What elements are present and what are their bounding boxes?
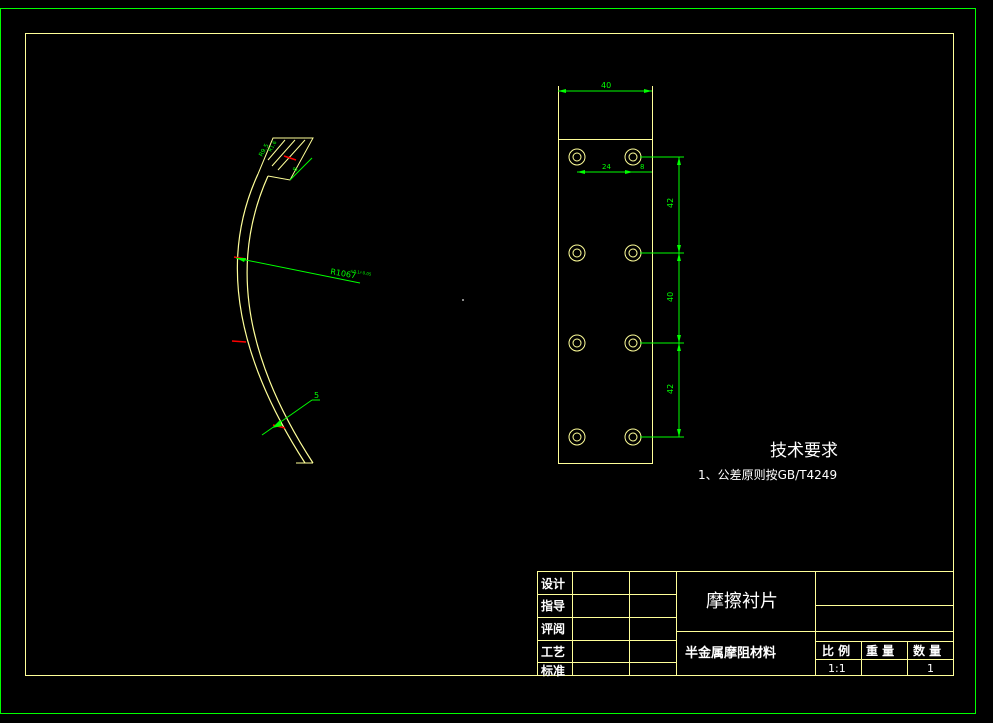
scale-value: 1:1: [828, 662, 846, 675]
plate-outline: [558, 139, 653, 464]
origin-dot: [462, 299, 464, 301]
top-arc-label-2: R1.6: [268, 140, 279, 153]
lining-top-profile: [257, 137, 314, 181]
dim-arrow: [558, 89, 566, 93]
dim-arrow: [625, 170, 633, 174]
title-block: [537, 571, 954, 676]
dim-arrow: [677, 343, 681, 351]
dim-arrow: [577, 170, 585, 174]
tech-requirements-line: 1、公差原则按GB/T4249: [698, 468, 837, 482]
plate-width-label: 40: [601, 81, 611, 90]
tb-row-guide: 指导: [541, 598, 565, 613]
hole: [624, 244, 642, 262]
dim-arrow: [677, 245, 681, 253]
thickness-label: 5: [314, 391, 319, 400]
hatch-line: [267, 139, 286, 161]
hole: [624, 148, 642, 166]
tb-row-review: 评阅: [541, 621, 565, 636]
hole: [568, 148, 586, 166]
outer-frame: [0, 8, 976, 714]
hole-edge-label: 8: [640, 163, 644, 171]
hole-pattern: [568, 148, 642, 446]
top-thick-label: 8: [292, 166, 300, 173]
center-mark: [231, 340, 247, 343]
qty-label: 数 量: [913, 643, 941, 658]
radius-arrow: [236, 258, 246, 262]
dim-arrow: [677, 335, 681, 343]
radius-label: R1067: [330, 267, 357, 280]
hatch-line: [277, 139, 306, 171]
hole: [624, 428, 642, 446]
curved-lining-view: R1067 +0.1/-0.05 5 R9.5 R1.6 8: [231, 137, 372, 464]
dim-arrow: [677, 429, 681, 437]
dim-arrow: [677, 157, 681, 165]
hole: [624, 334, 642, 352]
center-mark: [283, 155, 297, 161]
hole: [568, 428, 586, 446]
tb-row-design: 设计: [541, 576, 565, 591]
radius-tolerance: +0.1/-0.05: [350, 268, 372, 277]
hole: [568, 334, 586, 352]
lining-inner-arc: [246, 175, 314, 464]
hatch-line: [271, 139, 296, 167]
material: 半金属摩阻材料: [685, 645, 776, 661]
thickness-arrow: [272, 420, 282, 428]
dim-arrow: [677, 253, 681, 261]
tb-row-process: 工艺: [541, 644, 565, 659]
hole-spacing-label: 24: [602, 163, 611, 171]
tech-requirements-title: 技术要求: [770, 441, 838, 461]
radius-leader: [235, 257, 361, 284]
weight-label: 重 量: [866, 643, 894, 658]
tb-row-standard: 标准: [540, 663, 565, 678]
part-name: 摩擦衬片: [706, 591, 778, 612]
title-block-frame: [537, 571, 954, 676]
v-dim-label-3: 42: [666, 384, 675, 394]
thickness-leader: [261, 399, 313, 436]
lining-outer-arc: [236, 173, 306, 464]
qty-value: 1: [927, 662, 934, 675]
dim-arrow: [644, 89, 652, 93]
scale-label: 比 例: [822, 643, 850, 658]
v-dim-label-1: 42: [666, 198, 675, 208]
inner-frame: [25, 33, 954, 676]
hole: [568, 244, 586, 262]
top-dim-leader: [289, 157, 313, 181]
plate-view: 40 24 8 42 40 42: [558, 81, 684, 464]
v-dim-label-2: 40: [666, 292, 675, 302]
